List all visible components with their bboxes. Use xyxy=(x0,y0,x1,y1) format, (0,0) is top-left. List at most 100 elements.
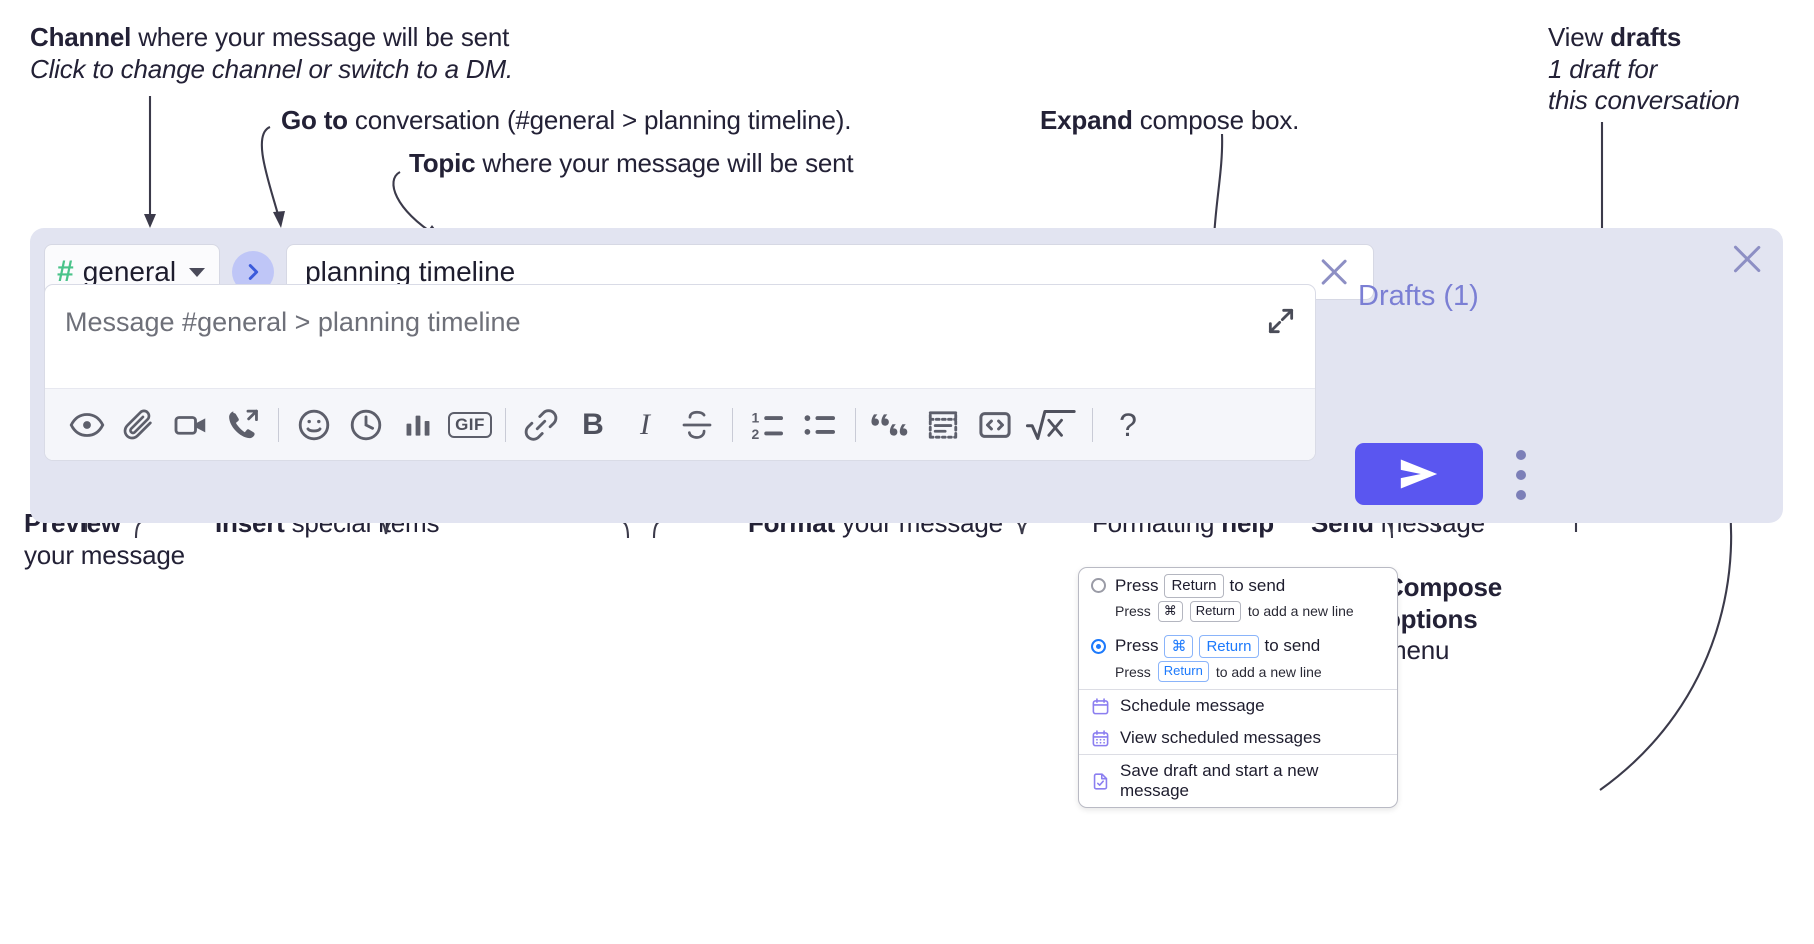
menu-divider xyxy=(1079,689,1397,691)
channel-name-label: general xyxy=(82,256,177,287)
annotation-channel: Channel where your message will be sent … xyxy=(30,22,650,85)
clear-topic-icon[interactable] xyxy=(1317,255,1351,289)
option1-sub-suffix: to add a new line xyxy=(1247,603,1354,620)
annotation-expand-rest: compose box. xyxy=(1132,105,1300,135)
annotation-drafts-italic2: this conversation xyxy=(1548,85,1740,116)
annotation-drafts-bold: drafts xyxy=(1610,22,1682,52)
save-draft-icon xyxy=(1093,773,1108,790)
annotation-compose-options-bold2: options xyxy=(1385,603,1478,634)
menu-item-label: Schedule message xyxy=(1120,696,1265,716)
close-icon[interactable] xyxy=(1729,241,1765,277)
italic-icon[interactable]: I xyxy=(640,407,650,441)
send-button[interactable] xyxy=(1355,443,1483,505)
link-icon[interactable] xyxy=(515,399,567,451)
math-icon[interactable] xyxy=(1021,399,1083,451)
radio-button-selected[interactable] xyxy=(1091,638,1106,654)
menu-option-return-sub: Press ⌘ Return to add a new line xyxy=(1079,600,1397,629)
option1-prefix: Press xyxy=(1115,575,1159,595)
blockquote-icon[interactable] xyxy=(865,399,917,451)
menu-item-label: Save draft and start a new message xyxy=(1120,761,1319,801)
message-input-card[interactable]: Message #general > planning timeline xyxy=(44,284,1316,461)
toolbar-divider xyxy=(1092,407,1093,442)
preview-eye-icon[interactable] xyxy=(61,399,113,451)
option2-sub-suffix: to add a new line xyxy=(1215,663,1322,680)
compose-options-menu-button[interactable] xyxy=(1508,450,1534,500)
bulleted-list-icon[interactable] xyxy=(794,399,846,451)
send-arrow-icon xyxy=(1400,459,1438,489)
annotation-topic: Topic where your message will be sent xyxy=(409,148,854,180)
help-question-icon[interactable]: ? xyxy=(1119,406,1137,443)
radio-button-unselected[interactable] xyxy=(1091,578,1106,594)
key-command: ⌘ xyxy=(1157,600,1183,622)
menu-option-cmd-return-to-send[interactable]: Press ⌘ Return to send xyxy=(1079,629,1397,661)
menu-item-schedule-message[interactable]: Schedule message xyxy=(1079,690,1397,722)
inline-code-icon[interactable] xyxy=(969,399,1021,451)
toolbar-divider xyxy=(855,407,856,442)
svg-text:2: 2 xyxy=(752,426,760,442)
bar-chart-icon[interactable] xyxy=(392,399,444,451)
drafts-link[interactable]: Drafts (1) xyxy=(1358,280,1479,312)
gif-label: GIF xyxy=(448,411,492,438)
toolbar-divider xyxy=(732,407,733,442)
annotation-channel-italic: Click to change channel or switch to a D… xyxy=(30,53,513,84)
annotation-goto-rest: conversation (#general > planning timeli… xyxy=(347,105,852,135)
option1-suffix: to send xyxy=(1229,575,1286,595)
topic-value: planning timeline xyxy=(305,256,516,287)
phone-forward-icon[interactable] xyxy=(217,399,269,451)
option2-suffix: to send xyxy=(1264,636,1321,656)
annotation-topic-rest: where your message will be sent xyxy=(475,148,854,178)
compose-options-dropdown: Press Return to send Press ⌘ Return to a… xyxy=(1078,567,1398,809)
annotation-compose-options-plain: menu xyxy=(1385,635,1450,666)
annotation-preview-rest: your message xyxy=(24,539,185,570)
annotation-drafts-italic1: 1 draft for xyxy=(1548,53,1658,84)
annotation-expand-bold: Expand xyxy=(1040,105,1133,135)
kebab-dot xyxy=(1516,450,1526,460)
clock-icon[interactable] xyxy=(340,399,392,451)
annotation-goto: Go to conversation (#general > planning … xyxy=(281,105,851,137)
key-return: Return xyxy=(1157,661,1209,683)
option2-sub-prefix: Press xyxy=(1115,663,1151,680)
annotation-goto-bold: Go to xyxy=(281,105,348,135)
toolbar-divider xyxy=(505,407,506,442)
message-placeholder: Message #general > planning timeline xyxy=(65,307,521,337)
chevron-down-icon xyxy=(189,267,206,277)
menu-item-save-draft[interactable]: Save draft and start a new message xyxy=(1079,755,1397,807)
svg-text:1: 1 xyxy=(752,409,760,425)
annotation-channel-rest: where your message will be sent xyxy=(131,22,510,52)
key-return: Return xyxy=(1164,574,1224,598)
chevron-right-icon xyxy=(248,264,259,280)
strikethrough-icon[interactable] xyxy=(671,399,723,451)
key-command: ⌘ xyxy=(1164,634,1194,659)
menu-divider xyxy=(1079,754,1397,756)
key-return: Return xyxy=(1189,600,1241,622)
calendar-icon xyxy=(1092,697,1109,715)
annotation-expand: Expand compose box. xyxy=(1040,105,1299,137)
kebab-dot xyxy=(1516,490,1526,500)
code-block-icon[interactable] xyxy=(917,399,969,451)
annotation-compose-options: Compose options menu xyxy=(1385,572,1565,667)
annotation-compose-options-bold1: Compose xyxy=(1385,572,1503,602)
menu-item-label: View scheduled messages xyxy=(1120,728,1321,748)
menu-item-view-scheduled-messages[interactable]: View scheduled messages xyxy=(1079,722,1397,754)
annotation-drafts: View drafts 1 draft for this conversatio… xyxy=(1548,22,1814,117)
option2-prefix: Press xyxy=(1115,636,1159,656)
annotation-topic-bold: Topic xyxy=(409,148,476,178)
formatting-toolbar: GIF B I 1 2 xyxy=(45,388,1315,460)
toolbar-divider xyxy=(278,407,279,442)
calendar-grid-icon xyxy=(1092,729,1109,747)
annotation-drafts-plain: View xyxy=(1548,22,1611,52)
hash-icon: # xyxy=(57,255,74,288)
ordered-list-icon[interactable]: 1 2 xyxy=(742,399,794,451)
emoji-smiley-icon[interactable] xyxy=(288,399,340,451)
menu-option-cmd-return-sub: Press Return to add a new line xyxy=(1079,660,1397,689)
annotation-channel-bold: Channel xyxy=(30,22,132,52)
kebab-dot xyxy=(1516,470,1526,480)
bold-icon[interactable]: B xyxy=(582,407,604,441)
attachment-paperclip-icon[interactable] xyxy=(113,399,165,451)
video-camera-icon[interactable] xyxy=(165,399,217,451)
option1-sub-prefix: Press xyxy=(1115,603,1151,620)
key-return: Return xyxy=(1199,634,1259,659)
gif-icon[interactable]: GIF xyxy=(444,399,496,451)
menu-option-return-to-send[interactable]: Press Return to send xyxy=(1079,568,1397,600)
expand-compose-icon[interactable] xyxy=(1265,305,1297,337)
